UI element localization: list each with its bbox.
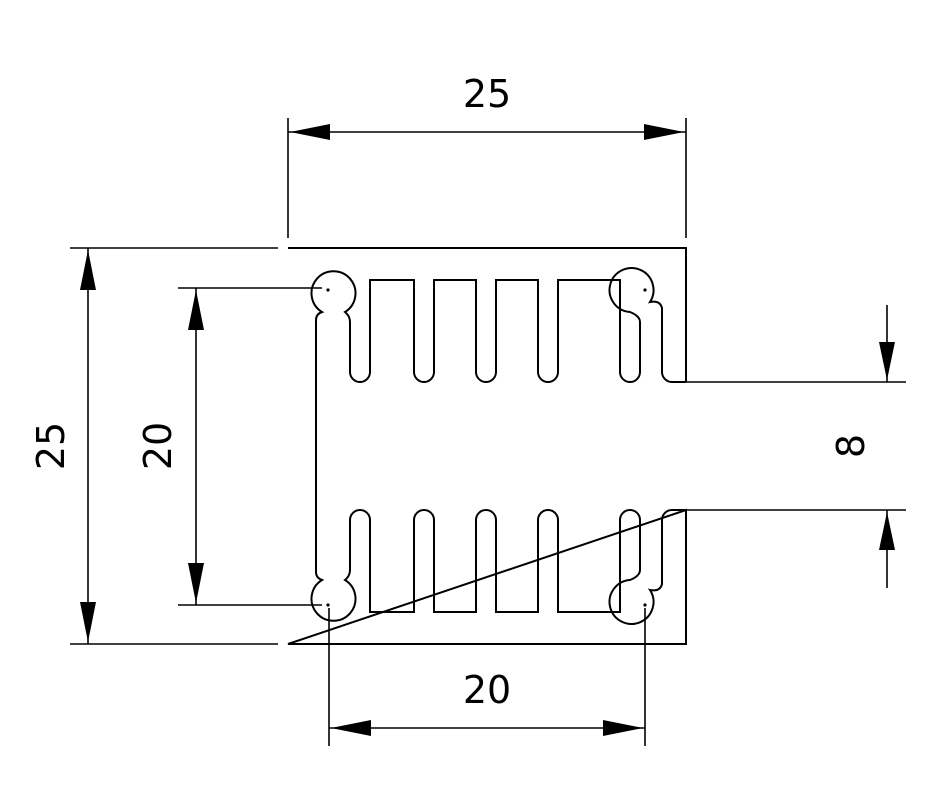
hole-center-mark [643, 288, 647, 292]
arrowhead [80, 602, 96, 642]
dimension-left-height: 25 [29, 247, 278, 645]
hole-center-mark [326, 288, 330, 292]
dimension-label-gap: 8 [829, 434, 873, 458]
dimension-label-top: 25 [463, 72, 511, 116]
heatsink-profile [287, 247, 687, 645]
hole-center-mark [326, 603, 330, 607]
top-fin-comb [310, 267, 686, 446]
bottom-fin-comb [310, 446, 686, 625]
dimension-bottom-width: 20 [328, 608, 646, 746]
dimension-inner-height: 20 [136, 287, 322, 606]
arrowhead [644, 124, 684, 140]
arrowhead [879, 342, 895, 380]
arrowhead [290, 124, 330, 140]
arrowhead [80, 250, 96, 290]
dimension-label-left: 25 [29, 422, 73, 470]
dimension-label-inner: 20 [136, 422, 180, 470]
arrowhead [188, 563, 204, 603]
dimension-slot-gap: 8 [686, 305, 906, 588]
arrowhead [603, 720, 643, 736]
arrowhead [879, 512, 895, 550]
outer-outline [287, 247, 687, 645]
dimension-label-bottom: 20 [463, 668, 511, 712]
arrowhead [331, 720, 371, 736]
dimension-top-width: 25 [287, 72, 687, 238]
hole-center-mark [643, 603, 647, 607]
arrowhead [188, 290, 204, 330]
